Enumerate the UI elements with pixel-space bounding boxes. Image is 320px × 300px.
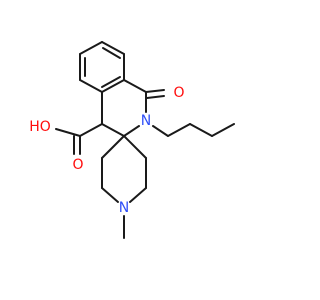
bond-c3-c4: [101, 79, 125, 93]
bond-c3-c4-inner: [101, 76, 121, 88]
bond-c4-cooh: [79, 123, 103, 137]
atom-n-piperidine: N: [119, 200, 129, 216]
bond-n-butyl-1: [152, 125, 169, 137]
atom-oh-acid: HO: [29, 119, 51, 135]
bond-c1-c2: [101, 41, 125, 55]
bond-carbonyl-o-1: [145, 89, 165, 93]
bond-carbonyl-o-2: [146, 95, 165, 99]
bond-butyl-2-3: [189, 123, 213, 137]
atom-o-acid: O: [72, 157, 83, 173]
bond-spiro-pip-a: [123, 135, 147, 159]
bond-c1-c2-inner: [102, 47, 121, 59]
bond-spiro-c4: [101, 123, 125, 137]
bond-pip-d-spiro: [101, 135, 125, 159]
bond-n-spiro: [123, 125, 140, 137]
structure-canvas: O N HO O N: [29, 41, 235, 239]
bond-n-pip-c: [101, 187, 119, 203]
bond-butyl-1-2: [167, 123, 191, 137]
atom-n-lactam: N: [141, 113, 151, 129]
bond-butyl-3-4: [211, 123, 235, 137]
bond-pip-b-n: [129, 187, 147, 203]
atom-o-carbonyl: O: [173, 85, 184, 101]
bond-cooh-oh: [55, 128, 81, 137]
bond-c3-carbonyl: [123, 79, 147, 93]
molecule-structure: O N HO O N: [29, 41, 235, 239]
bond-c4-c5: [79, 79, 103, 93]
bond-c6-c1: [79, 41, 103, 55]
